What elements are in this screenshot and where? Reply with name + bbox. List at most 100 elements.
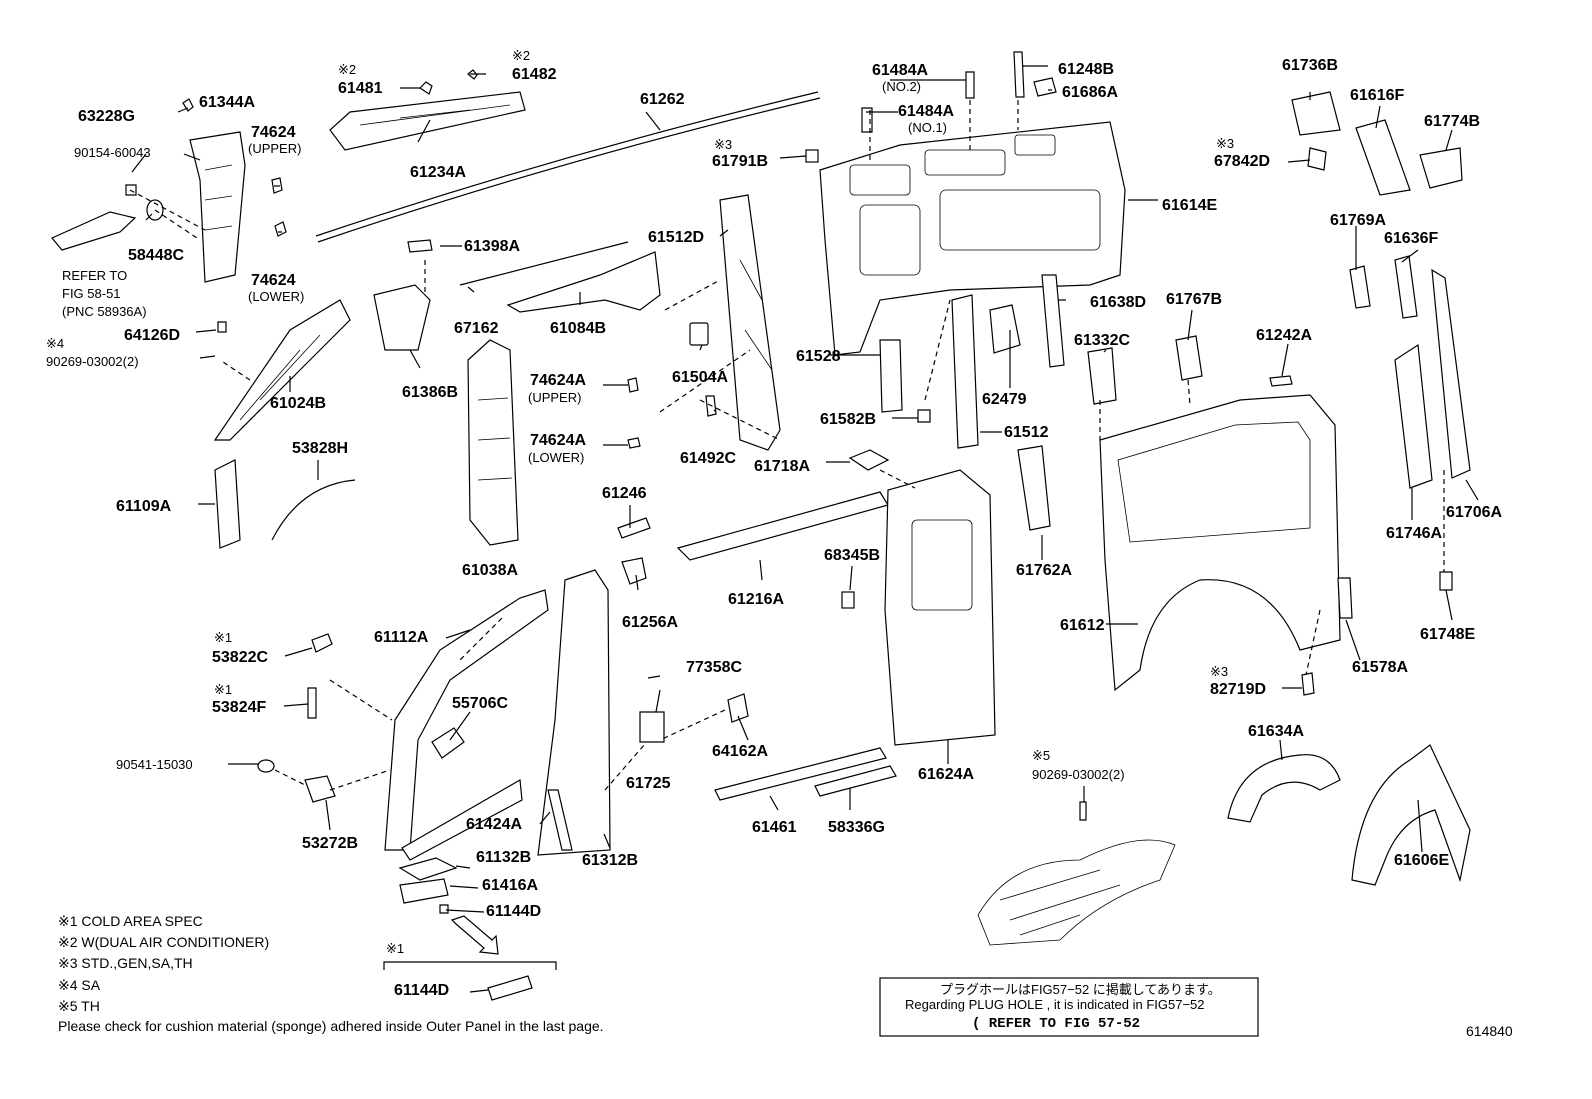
bracket-part — [1355, 119, 1411, 196]
part-label: 74624A — [530, 432, 586, 449]
note-line: ※2 W(DUAL AIR CONDITIONER) — [58, 934, 269, 950]
bracket-part — [1291, 91, 1341, 136]
center-pillar-part — [467, 339, 519, 546]
part-label: 61386B — [402, 384, 458, 401]
quarter-panel-part — [1099, 394, 1341, 692]
part-label: 61312B — [582, 852, 638, 869]
bracket-part — [848, 449, 890, 471]
part-label: 90269-03002(2) — [1032, 767, 1125, 782]
bracket-part — [1337, 577, 1353, 619]
part-label: FIG 58-51 — [62, 286, 121, 301]
rail-part — [506, 251, 661, 313]
bracket-part — [487, 975, 533, 1001]
bracket-part — [399, 878, 449, 904]
bolt-part — [1079, 801, 1087, 821]
part-label: 77358C — [686, 659, 742, 676]
clip-part — [311, 633, 333, 653]
part-label: 61482 — [512, 66, 557, 83]
part-label: 61636F — [1384, 230, 1438, 247]
clip-part — [917, 409, 931, 423]
footnote-mark: ※3 — [1216, 136, 1234, 151]
roof-molding-part — [317, 97, 821, 243]
weatherstrip-part — [271, 479, 356, 541]
bracket-part — [407, 239, 433, 253]
part-label: 53824F — [212, 699, 266, 716]
clip-part — [627, 437, 641, 449]
bracket-part — [1394, 255, 1418, 319]
lower-pillar-part — [537, 569, 611, 856]
part-label: 53822C — [212, 649, 268, 666]
clip-part — [1307, 147, 1327, 171]
part-label: 61262 — [640, 91, 685, 108]
part-label: 61424A — [466, 816, 522, 833]
bracket-part — [1013, 51, 1025, 98]
part-label: 61242A — [1256, 327, 1312, 344]
roof-rail-part — [329, 91, 526, 151]
part-label: 61686A — [1062, 84, 1118, 101]
part-label: (UPPER) — [248, 141, 301, 156]
part-label: 61132B — [476, 849, 531, 866]
part-label: 90541-15030 — [116, 757, 193, 772]
part-label: 61084B — [550, 320, 606, 337]
clip-part — [307, 687, 317, 719]
part-label: 63228G — [78, 108, 135, 125]
part-label: (PNC 58936A) — [62, 304, 147, 319]
part-label: 53828H — [292, 440, 348, 457]
part-label: 90154-60043 — [74, 145, 151, 160]
reinforcement-part — [547, 789, 573, 851]
part-label: 61624A — [918, 766, 974, 783]
hinge-part — [431, 727, 465, 759]
footnote-mark: ※5 — [1032, 748, 1050, 763]
part-label: (UPPER) — [528, 390, 581, 405]
reinforcement-part — [879, 339, 903, 413]
footnote-mark: ※2 — [338, 62, 356, 77]
pillar-part — [1431, 268, 1471, 479]
bracket-part — [1349, 265, 1371, 309]
bracket-part — [1439, 571, 1453, 591]
part-drawings — [51, 51, 1471, 1001]
part-label: 61332C — [1074, 332, 1130, 349]
part-label: 68345B — [824, 547, 880, 564]
plug-part — [841, 591, 855, 609]
clip-part — [274, 221, 287, 237]
part-label: 61492C — [680, 450, 736, 467]
note-line: ※5 TH — [58, 998, 100, 1014]
floor-sketch-part — [977, 839, 1176, 946]
upper-side-panel-part — [819, 121, 1126, 356]
cowl-part — [401, 779, 523, 861]
arrow-icon — [450, 915, 499, 955]
reinforcement-part — [1017, 445, 1051, 531]
reinforcement-part — [951, 294, 979, 449]
part-label: 61112A — [374, 629, 429, 646]
plug-part — [689, 322, 709, 346]
part-label: 61484A — [898, 103, 954, 120]
note-line: ※1 COLD AREA SPEC — [58, 913, 203, 929]
part-label: (NO.2) — [882, 79, 921, 94]
part-label: 61706A — [1446, 504, 1502, 521]
part-label: 61512 — [1004, 424, 1049, 441]
part-label: 64126D — [124, 327, 180, 344]
part-label: 62479 — [982, 391, 1027, 408]
part-label: 61216A — [728, 591, 784, 608]
bracket-part — [373, 284, 431, 351]
bracket-part — [1419, 147, 1463, 189]
plug-note-english: Regarding PLUG HOLE , it is indicated in… — [905, 997, 1205, 1012]
part-label: 61256A — [622, 614, 678, 631]
part-label: 61767B — [1166, 291, 1222, 308]
footnote-mark: ※3 — [1210, 664, 1228, 679]
sill-plate-part — [814, 765, 897, 797]
part-label: 61461 — [752, 819, 797, 836]
clip-part — [1301, 672, 1315, 696]
wheelhouse-part — [1227, 754, 1341, 823]
part-label: 61398A — [464, 238, 520, 255]
part-label: 61234A — [410, 164, 466, 181]
part-label: 58336G — [828, 819, 885, 836]
clip-part — [439, 904, 449, 914]
part-label: (LOWER) — [248, 289, 304, 304]
part-label: 61528 — [796, 348, 841, 365]
bracket-part — [617, 517, 651, 539]
bracket-part — [1175, 335, 1203, 381]
legend-notes: ※1 COLD AREA SPEC ※2 W(DUAL AIR CONDITIO… — [58, 913, 604, 1034]
clip-part — [217, 321, 227, 333]
bracket-part — [621, 557, 647, 585]
